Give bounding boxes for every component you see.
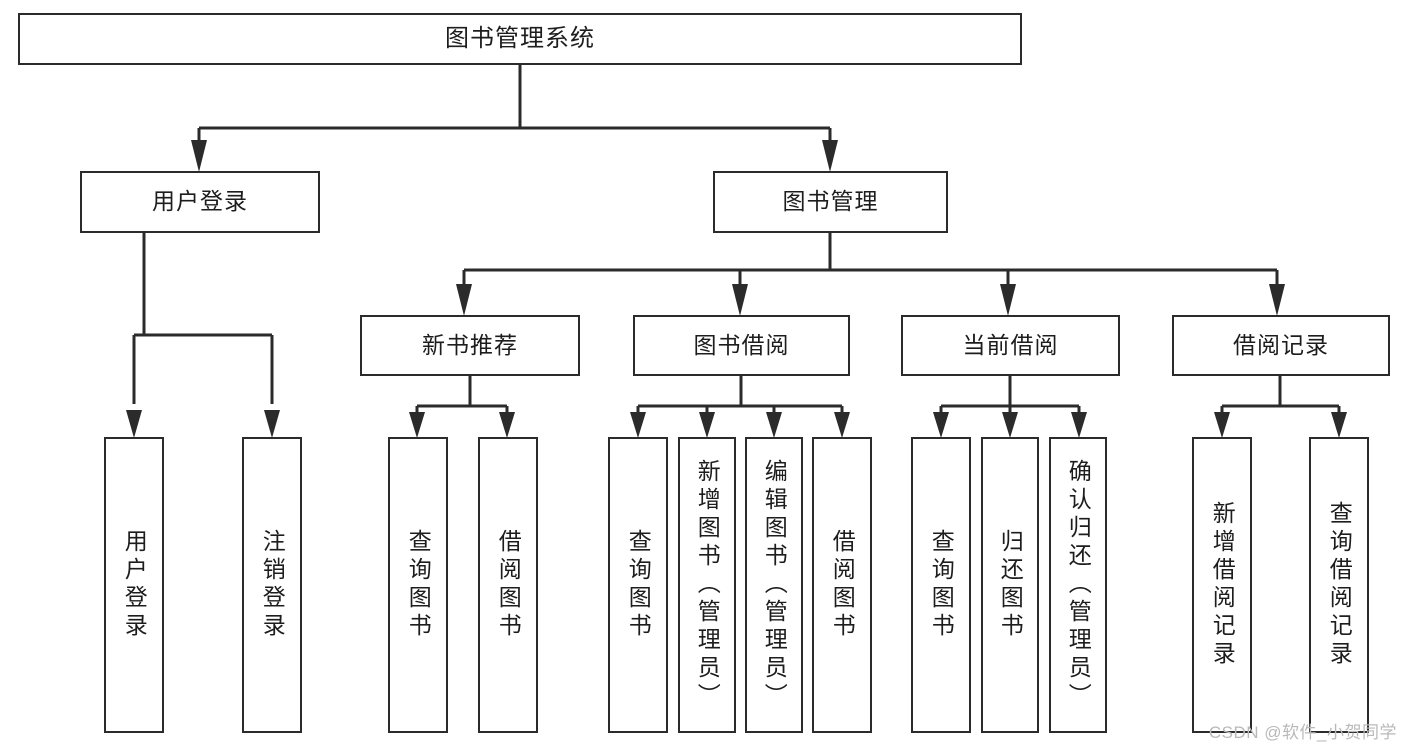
leaf-borrow-edit-book-admin[interactable]: 编辑图书（管理员）: [745, 437, 803, 733]
node-label: 图书借阅: [693, 331, 790, 358]
leaf-logout[interactable]: 注销登录: [242, 437, 302, 733]
node-label: 查询图书: [625, 529, 652, 641]
node-book-management[interactable]: 图书管理: [713, 171, 948, 233]
leaf-current-query-book[interactable]: 查询图书: [911, 437, 971, 733]
node-current-borrow[interactable]: 当前借阅: [901, 315, 1120, 376]
node-label: 借阅图书: [495, 529, 522, 641]
node-new-book-recommend[interactable]: 新书推荐: [360, 315, 580, 376]
node-label: 借阅记录: [1233, 331, 1329, 358]
leaf-borrow-add-book-admin[interactable]: 新增图书（管理员）: [678, 437, 736, 733]
leaf-current-confirm-return-admin[interactable]: 确认归还（管理员）: [1049, 437, 1107, 733]
node-label: 查询图书: [405, 529, 432, 641]
node-label: 查询图书: [928, 529, 955, 641]
node-borrow-record[interactable]: 借阅记录: [1172, 315, 1390, 376]
leaf-current-return-book[interactable]: 归还图书: [981, 437, 1039, 733]
node-label: 图书管理: [782, 188, 879, 215]
node-label: 借阅图书: [829, 529, 856, 641]
leaf-borrow-borrow-book[interactable]: 借阅图书: [812, 437, 872, 733]
node-user-login[interactable]: 用户登录: [80, 171, 320, 233]
leaf-borrow-query-book[interactable]: 查询图书: [608, 437, 668, 733]
node-label: 图书管理系统: [445, 24, 595, 52]
node-label: 编辑图书（管理员）: [761, 459, 788, 711]
node-label: 当前借阅: [962, 331, 1059, 358]
leaf-record-query-record[interactable]: 查询借阅记录: [1309, 437, 1369, 733]
leaf-newbook-borrow-book[interactable]: 借阅图书: [478, 437, 538, 733]
node-label: 确认归还（管理员）: [1065, 459, 1092, 711]
node-book-borrow[interactable]: 图书借阅: [633, 315, 850, 376]
leaf-record-add-record[interactable]: 新增借阅记录: [1192, 437, 1252, 733]
node-label: 注销登录: [259, 529, 286, 641]
node-label: 用户登录: [152, 188, 248, 215]
node-label: 归还图书: [997, 529, 1024, 641]
leaf-newbook-query-book[interactable]: 查询图书: [388, 437, 448, 733]
node-label: 用户登录: [121, 529, 148, 641]
node-label: 新书推荐: [422, 331, 518, 358]
leaf-user-login[interactable]: 用户登录: [104, 437, 164, 733]
node-label: 新增图书（管理员）: [694, 459, 721, 711]
node-label: 查询借阅记录: [1326, 501, 1353, 669]
node-root-system[interactable]: 图书管理系统: [18, 13, 1022, 65]
node-label: 新增借阅记录: [1209, 501, 1236, 669]
